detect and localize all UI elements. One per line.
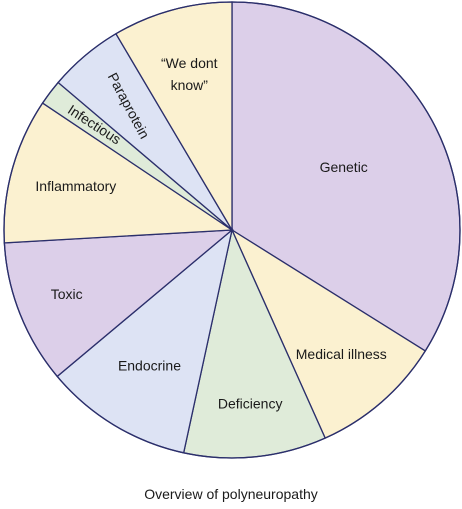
slice-label-medical-illness: Medical illness: [296, 346, 387, 362]
slice-label-endocrine: Endocrine: [118, 357, 181, 373]
slice-label-deficiency: Deficiency: [218, 395, 283, 411]
slice-label-genetic: Genetic: [320, 159, 368, 175]
chart-title: Overview of polyneuropathy: [144, 486, 318, 502]
slice-label-inflammatory: Inflammatory: [35, 178, 116, 194]
slice-label-toxic: Toxic: [51, 286, 83, 302]
pie-outline: [3, 1, 461, 459]
